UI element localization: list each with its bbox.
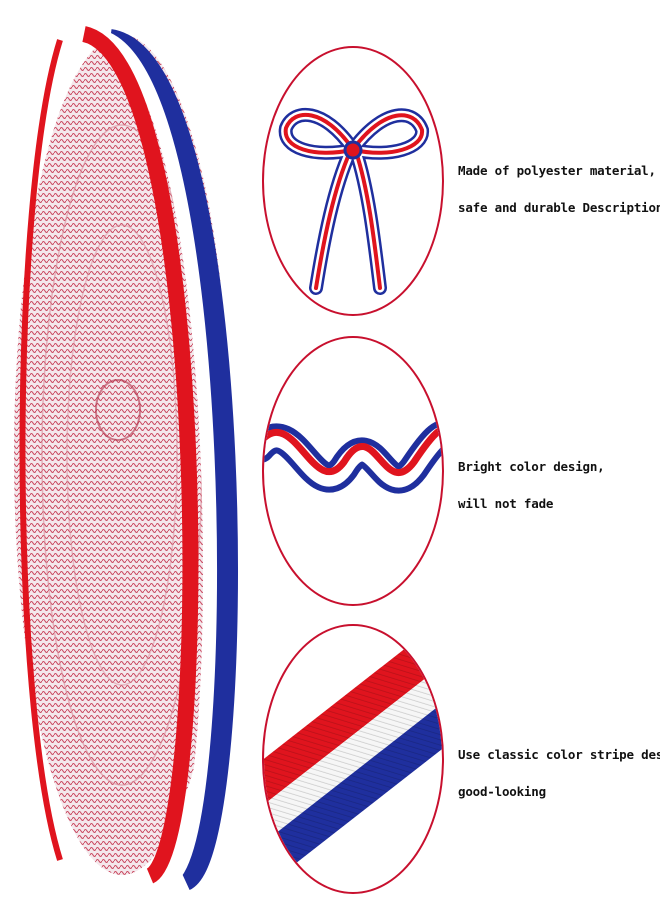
caption-line: safe and durable Description	[458, 200, 660, 215]
caption-line: good-looking	[458, 784, 546, 799]
ribbon-roll-image	[14, 26, 239, 890]
caption-line: will not fade	[458, 496, 554, 511]
feature-caption-stripe: Use classic color stripe design, good-lo…	[458, 736, 660, 810]
ribbon-closeup-icon	[264, 626, 442, 892]
ribbon-wave-icon	[264, 421, 442, 494]
feature-caption-color: Bright color design, will not fade	[458, 448, 658, 522]
ribbon-bow-icon	[278, 108, 429, 295]
wave-vignette	[262, 336, 444, 606]
caption-line: Made of polyester material,	[458, 163, 656, 178]
caption-line: Bright color design,	[458, 459, 605, 474]
closeup-vignette	[262, 624, 444, 894]
caption-line: Use classic color stripe design,	[458, 747, 660, 762]
feature-caption-material: Made of polyester material, safe and dur…	[458, 152, 660, 226]
bow-vignette	[262, 46, 444, 316]
